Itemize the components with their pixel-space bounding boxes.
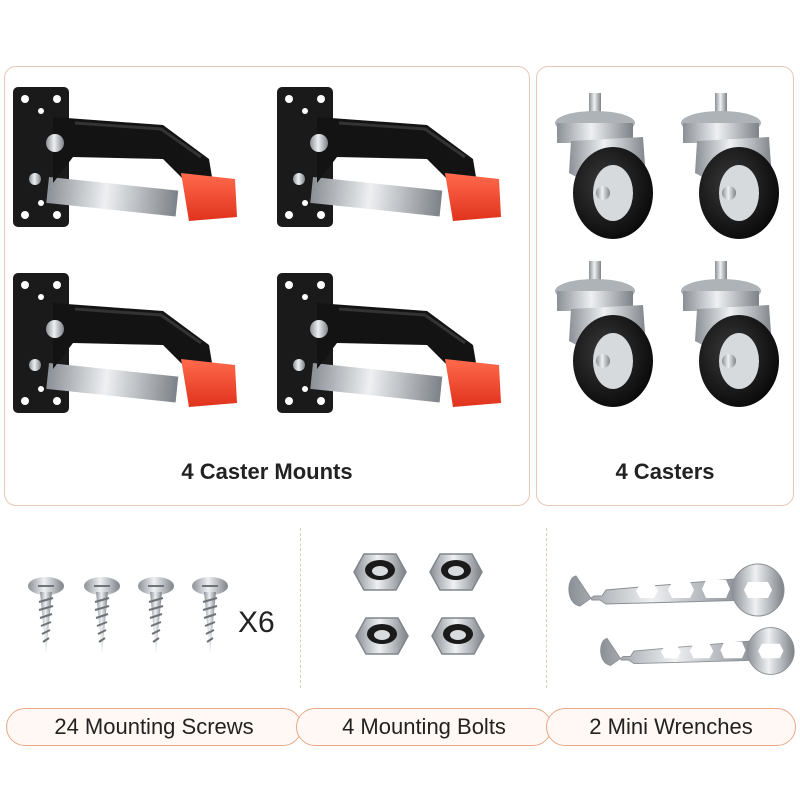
divider: [546, 528, 547, 688]
casters-label: 4 Casters: [615, 459, 715, 484]
screw-icon: [27, 576, 65, 655]
caster-wheel-icon: [555, 261, 653, 407]
label-mounting-bolts: 4 Mounting Bolts: [296, 708, 552, 746]
screw-icon: [83, 576, 121, 655]
caster-mount-icon: [11, 85, 239, 229]
caster-wheel-icon: [681, 93, 779, 239]
caster-mount-icon: [275, 85, 503, 229]
divider: [300, 528, 301, 688]
caster-mounts-panel: 4 Caster Mounts: [4, 66, 530, 506]
nut-icon: [353, 553, 407, 591]
caster-mount-icon: [275, 271, 503, 415]
caster-wheel-icon: [681, 261, 779, 407]
label-mounting-screws: 24 Mounting Screws: [6, 708, 302, 746]
wrench-icon: [568, 563, 785, 617]
screws-multiplier: X6: [238, 606, 275, 639]
caster-wheel-icon: [555, 93, 653, 239]
nut-icon: [355, 617, 409, 655]
screw-icon: [137, 576, 175, 655]
casters-panel: 4 Casters: [536, 66, 794, 506]
screw-icon: [191, 576, 229, 655]
nut-icon: [431, 617, 485, 655]
wrench-icon: [600, 627, 795, 675]
label-mini-wrenches: 2 Mini Wrenches: [546, 708, 796, 746]
caster-mount-icon: [11, 271, 239, 415]
nut-icon: [429, 553, 483, 591]
caster-mounts-label: 4 Caster Mounts: [181, 459, 353, 484]
